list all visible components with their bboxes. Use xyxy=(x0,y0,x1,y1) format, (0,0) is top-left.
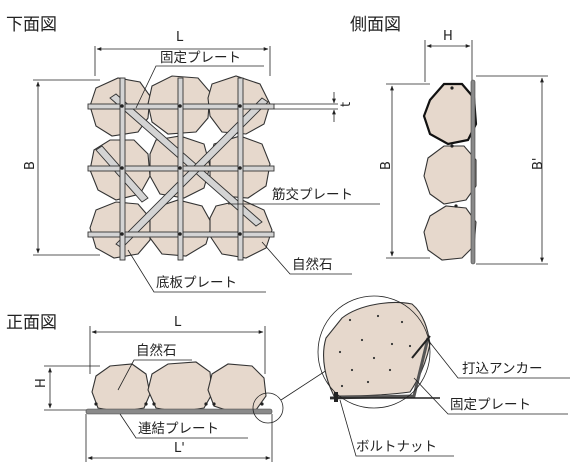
side-dim-B-prime-label: B' xyxy=(531,158,546,171)
detail-stone xyxy=(323,301,431,397)
side-dim-B: B xyxy=(379,83,430,259)
side-dim-B-label: B xyxy=(379,161,394,170)
front-connecting-plate xyxy=(85,408,273,415)
detail-label-anchor: 打込アンカー xyxy=(427,339,570,379)
plan-label-fixing-plate: 固定プレート xyxy=(135,50,264,109)
plan-dim-t: t xyxy=(274,92,354,122)
front-stone xyxy=(91,363,151,413)
plan-bolts xyxy=(120,104,242,236)
detail-bolt-nut xyxy=(334,392,338,402)
plan-dim-t-label: t xyxy=(339,102,354,107)
detail-bolt-nut-label: ボルトナット xyxy=(356,439,437,455)
front-view-title: 正面図 xyxy=(6,313,57,333)
plan-view-title: 下面図 xyxy=(6,15,57,35)
plan-dim-B-label: B xyxy=(23,161,38,170)
side-dim-H: H xyxy=(424,29,473,82)
detail-fixing-plate-label: 固定プレート xyxy=(450,397,531,413)
front-stone xyxy=(147,361,213,413)
detail-circle xyxy=(317,295,431,409)
detail-view: 打込アンカー 固定プレート ボルトナット xyxy=(317,295,570,457)
plan-label-natural-stone: 自然石 xyxy=(261,241,352,275)
plan-natural-stone-label: 自然石 xyxy=(292,256,333,273)
detail-label-fixing-plate: 固定プレート xyxy=(413,377,568,415)
front-label-natural-stone: 自然石 xyxy=(117,342,192,391)
detail-anchor xyxy=(411,335,431,359)
plan-view: 下面図 L B xyxy=(6,15,380,293)
plan-label-base-plate: 底板プレート xyxy=(127,249,266,293)
front-dim-L-label: L xyxy=(174,315,182,330)
detail-anchor-label: 打込アンカー xyxy=(462,360,542,377)
front-detail-callout-circle xyxy=(252,392,284,424)
side-stone xyxy=(422,82,478,146)
front-dim-L-prime: L' xyxy=(85,414,273,462)
detail-label-bolt-nut: ボルトナット xyxy=(339,399,454,457)
front-dim-L-prime-label: L' xyxy=(174,441,185,456)
plan-label-brace-plate: 筋交プレート xyxy=(228,186,380,205)
plan-dim-L: L xyxy=(94,30,271,76)
plan-dim-L-label: L xyxy=(176,30,184,45)
side-view: 側面図 H B B' xyxy=(350,15,548,265)
front-stone xyxy=(207,363,267,413)
front-dim-H-label: H xyxy=(34,378,49,388)
side-view-title: 側面図 xyxy=(350,15,401,35)
side-dim-B-prime: B' xyxy=(476,75,548,265)
front-view: 正面図 L H xyxy=(6,313,331,462)
front-label-connecting-plate: 連結プレート xyxy=(119,413,248,439)
detail-stone-texture xyxy=(338,314,412,388)
side-dim-H-label: H xyxy=(443,29,453,44)
plan-fixing-plate-label: 固定プレート xyxy=(160,50,241,66)
plan-dim-B: B xyxy=(23,79,100,256)
front-natural-stone-label: 自然石 xyxy=(136,342,177,359)
plan-base-plate-label: 底板プレート xyxy=(156,275,237,291)
plan-brace-plate-label: 筋交プレート xyxy=(272,186,353,203)
side-plate xyxy=(470,79,476,265)
side-stone xyxy=(423,145,477,205)
front-connecting-plate-label: 連結プレート xyxy=(138,421,219,437)
side-stone xyxy=(423,205,477,261)
